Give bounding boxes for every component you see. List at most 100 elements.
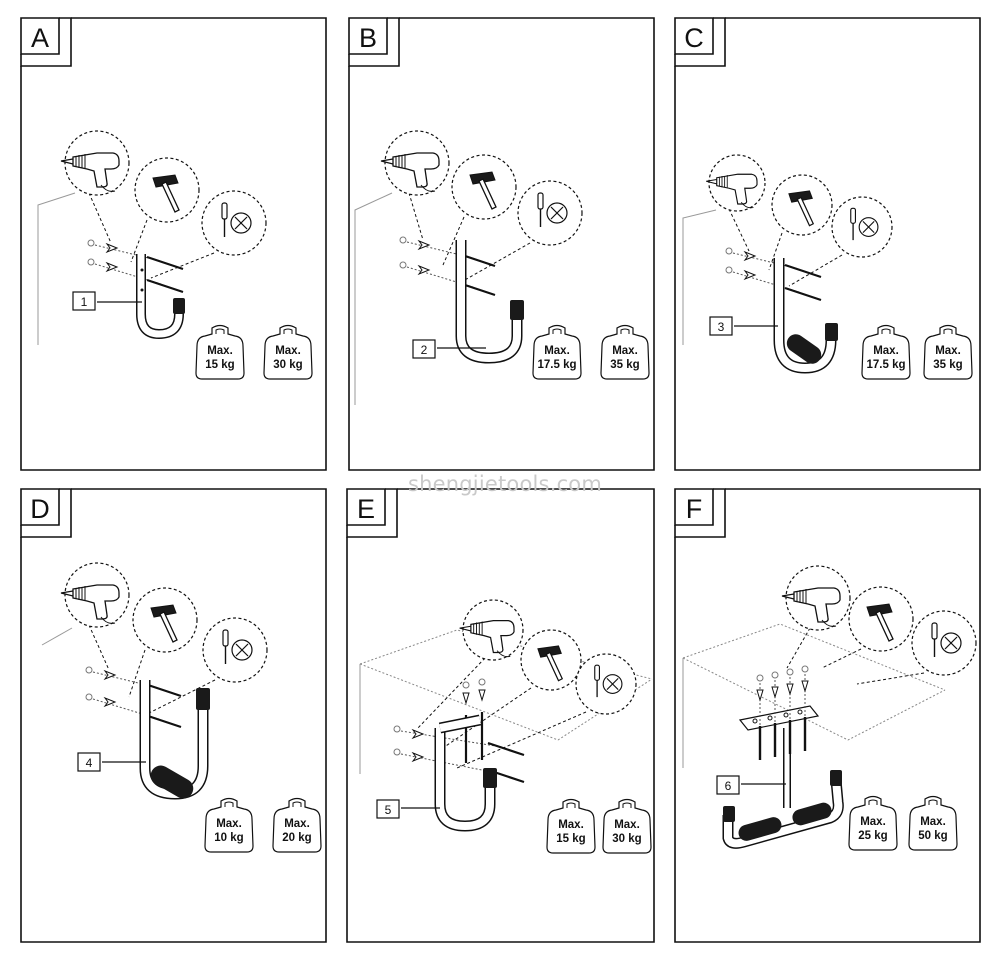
weight-outline [263,324,313,380]
tool-leader [462,242,531,282]
hook-rod [436,728,494,831]
end-cap [825,323,838,341]
tool-leader [728,208,750,252]
wall-plug [411,728,425,740]
weight-handle [566,802,576,808]
drill-hole [786,668,794,676]
drill-hole [725,247,733,255]
panel-tab-shadow [20,17,72,67]
tool-leader [856,672,925,685]
drill-hole [462,681,470,689]
hook-rod [457,240,521,363]
drill-hole [399,236,407,244]
wall-edge [354,192,393,405]
tool-leader [786,627,811,669]
ceiling-edge [359,663,653,741]
part-number-box [376,799,400,819]
tool-leader [150,252,215,279]
panel-frame [348,17,655,471]
end-cap [830,770,842,786]
tool-leader [88,624,110,671]
drill-hole [393,748,401,756]
weight-outline [861,324,911,380]
drill-hole [87,258,95,266]
drill-hole [85,666,93,674]
panel-letter: F [686,494,703,524]
part-number-box [412,339,436,359]
drill-hole [85,693,93,701]
ceiling-edge [682,623,946,691]
drill-hole [393,725,401,733]
tool-leader [456,711,587,769]
tool-leader [88,192,112,244]
mount-hole [140,288,144,292]
max-label: Max. [935,345,961,357]
screw [784,286,822,302]
weight-icon: Max.15 kg [195,324,245,380]
panel-tab [674,488,714,526]
weight-handle [868,799,878,805]
mount-hole [140,268,144,272]
end-cap [173,298,185,314]
weight-outline [272,797,322,853]
weight-limit-label: 10 kg [214,832,243,844]
plate-hole [752,718,758,724]
part-number-box [709,316,733,336]
weight-handle [283,328,293,334]
weight-icon: Max.30 kg [263,324,313,380]
weight-handle [224,801,234,807]
hook-rod [137,254,183,338]
max-label: Max. [284,818,310,830]
weight-handle [622,802,632,808]
drill-hole [756,674,764,682]
panel-letter: C [684,23,704,53]
weight-icon: Max.35 kg [923,324,973,380]
weight-handle [928,799,938,805]
weight-icon: Max.17.5 kg [861,324,911,380]
screw [146,278,184,294]
max-label: Max. [920,816,946,828]
weight-limit-label: 50 kg [918,830,947,842]
tool-leader [436,687,532,753]
hook-rod [775,258,835,373]
weight-icon: Max.15 kg [546,798,596,854]
weight-icon: Max. 20 kg [272,797,322,853]
panel-tab [674,17,714,55]
wall-edge [682,209,717,345]
foam-grip [738,817,782,841]
drill-hole [478,678,486,686]
panel-tab-shadow [348,17,400,67]
drill-hole [87,239,95,247]
weight-limit-label: 20 kg [282,832,311,844]
wall-plug [756,689,764,702]
weight-outline [848,795,898,851]
max-label: Max. [216,818,242,830]
wall-plug [743,269,757,281]
wall-plug [417,239,431,251]
screw [487,741,525,757]
weight-limit-label: 30 kg [273,359,302,371]
drill-hole [771,671,779,679]
max-label: Max. [544,345,570,357]
weight-handle [620,328,630,334]
wall-plug [103,669,117,681]
weight-icon: Max.25 kg [848,795,898,851]
weight-limit-label: 30 kg [612,833,641,845]
part-number: 2 [421,343,428,357]
wall-plug [105,261,119,273]
panel-letter: E [357,494,375,524]
panel-frame [674,488,981,943]
screw [144,713,182,729]
plate-hole [783,712,789,718]
weight-outline [532,324,582,380]
weight-outline [602,798,652,854]
weight-icon: Max. 50 kg [908,795,958,851]
drill-hole [399,261,407,269]
panel-tab-shadow [20,488,72,538]
weight-limit-label: 17.5 kg [867,359,906,371]
foam-grip [786,334,822,364]
